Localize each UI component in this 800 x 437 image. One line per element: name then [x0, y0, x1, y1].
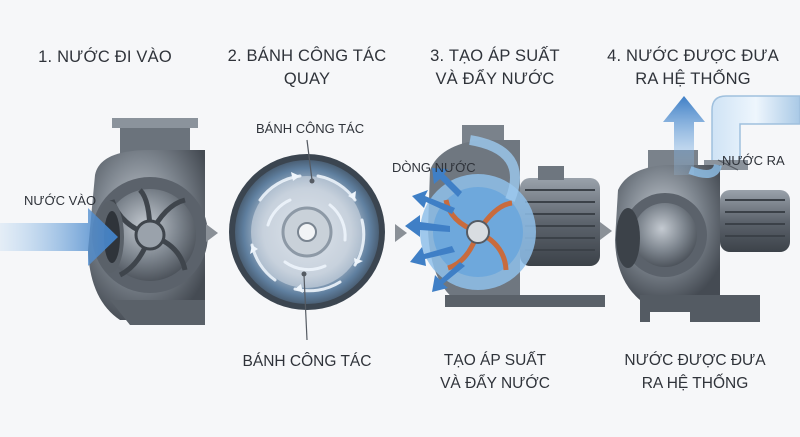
step-3-title: 3. TẠO ÁP SUẤT VÀ ĐẨY NƯỚC	[410, 45, 580, 91]
pressure-arrows	[405, 168, 465, 292]
step-3-title-line2: VÀ ĐẨY NƯỚC	[435, 70, 555, 88]
impeller-bottom-label: BÁNH CÔNG TÁC	[242, 353, 372, 370]
output-caption-line1: NƯỚC ĐƯỢC ĐƯA	[624, 352, 766, 369]
step-4-title: 4. NƯỚC ĐƯỢC ĐƯA RA HỆ THỐNG	[598, 45, 788, 91]
step-1-title: 1. NƯỚC ĐI VÀO	[20, 46, 190, 69]
step-1-pump	[0, 118, 208, 325]
pressure-caption-line2: VÀ ĐẨY NƯỚC	[440, 375, 550, 392]
step-1-title-line1: 1. NƯỚC ĐI VÀO	[38, 48, 172, 66]
step-3-title-line1: 3. TẠO ÁP SUẤT	[430, 47, 560, 65]
step-4-title-line2: RA HỆ THỐNG	[635, 70, 751, 88]
step-arrow-3	[600, 222, 612, 240]
output-caption: NƯỚC ĐƯỢC ĐƯA RA HỆ THỐNG	[600, 349, 790, 395]
pressure-caption-line1: TẠO ÁP SUẤT	[443, 352, 547, 369]
step-2-title-line2: QUAY	[283, 70, 331, 88]
water-in-arrow	[0, 208, 118, 266]
step-4-pump	[615, 95, 800, 322]
water-out-arrow	[663, 96, 705, 175]
step-2-title: 2. BÁNH CÔNG TÁC QUAY	[222, 45, 392, 91]
water-in-label: NƯỚC VÀO	[24, 193, 97, 208]
step-3-pump	[405, 125, 605, 307]
impeller-top-label: BÁNH CÔNG TÁC	[256, 121, 365, 136]
pressure-caption: TẠO ÁP SUẤT VÀ ĐẨY NƯỚC	[410, 349, 580, 395]
water-out-label: NƯỚC RA	[722, 153, 785, 168]
step-arrow-1	[206, 224, 218, 242]
step-4-title-line1: 4. NƯỚC ĐƯỢC ĐƯA	[607, 47, 779, 65]
output-caption-line2: RA HỆ THỐNG	[641, 375, 749, 392]
step-2-impeller	[229, 139, 385, 341]
step-2-title-line1: 2. BÁNH CÔNG TÁC	[227, 47, 387, 65]
step-arrow-2	[395, 224, 407, 242]
water-flow-label: DÒNG NƯỚC	[392, 160, 476, 175]
